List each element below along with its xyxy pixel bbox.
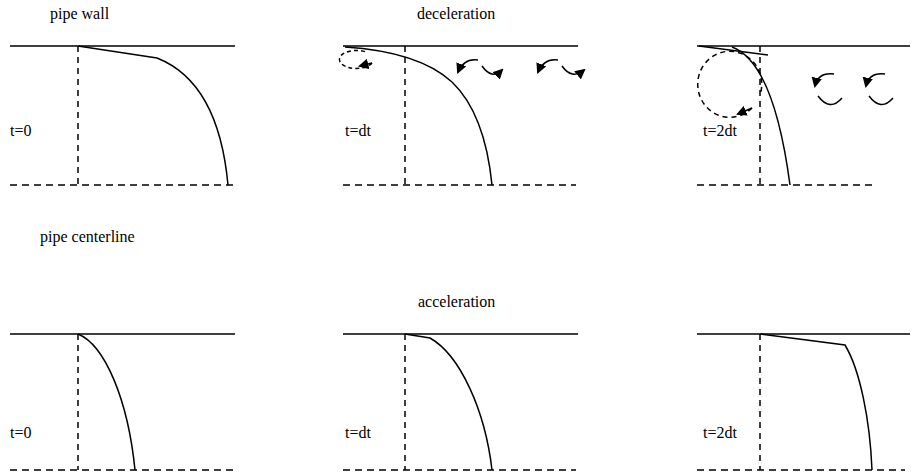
eddy-arrow xyxy=(360,63,372,66)
reference-line xyxy=(404,46,406,185)
pipe-centerline xyxy=(697,184,876,186)
velocity-profile xyxy=(405,334,492,470)
pipe-wall xyxy=(697,45,910,47)
vortex-arrow xyxy=(482,66,502,74)
panel-caption: pipe centerline xyxy=(40,228,135,246)
vortex-arrow xyxy=(458,60,478,72)
vortex-arrow xyxy=(538,60,558,72)
time-label: t=0 xyxy=(10,122,31,140)
pipe-centerline xyxy=(343,184,576,186)
velocity-profile xyxy=(78,334,135,470)
eddy xyxy=(698,51,762,117)
pipe-centerline xyxy=(697,469,905,471)
time-label: t=dt xyxy=(345,122,371,140)
vortex-arrow xyxy=(869,96,893,105)
reference-line xyxy=(77,334,79,470)
pipe-wall xyxy=(10,45,235,47)
pipe-centerline xyxy=(10,184,235,186)
velocity-profile xyxy=(760,334,872,470)
section-heading: deceleration xyxy=(417,5,495,23)
reference-line xyxy=(77,46,79,185)
pipe-wall xyxy=(343,333,578,335)
reference-line xyxy=(759,46,761,185)
vortex-arrow xyxy=(562,66,584,74)
eddy-arrow xyxy=(738,108,752,114)
eddy xyxy=(339,50,372,68)
vortex-arrow xyxy=(815,74,834,86)
reference-line xyxy=(759,334,761,470)
section-heading: acceleration xyxy=(418,293,495,311)
reference-line xyxy=(404,334,406,470)
time-label: t=2dt xyxy=(703,424,737,442)
pipe-wall xyxy=(697,333,910,335)
pipe-centerline xyxy=(343,469,576,471)
velocity-profile xyxy=(345,47,492,185)
time-label: t=dt xyxy=(345,424,371,442)
time-label: t=2dt xyxy=(703,122,737,140)
time-label: t=0 xyxy=(10,424,31,442)
vortex-arrow xyxy=(818,96,842,105)
pipe-centerline xyxy=(10,469,235,471)
panel-caption: pipe wall xyxy=(50,5,109,23)
pipe-wall xyxy=(10,333,235,335)
pipe-wall xyxy=(343,45,578,47)
vortex-arrow xyxy=(866,74,885,86)
velocity-profile xyxy=(78,46,228,185)
